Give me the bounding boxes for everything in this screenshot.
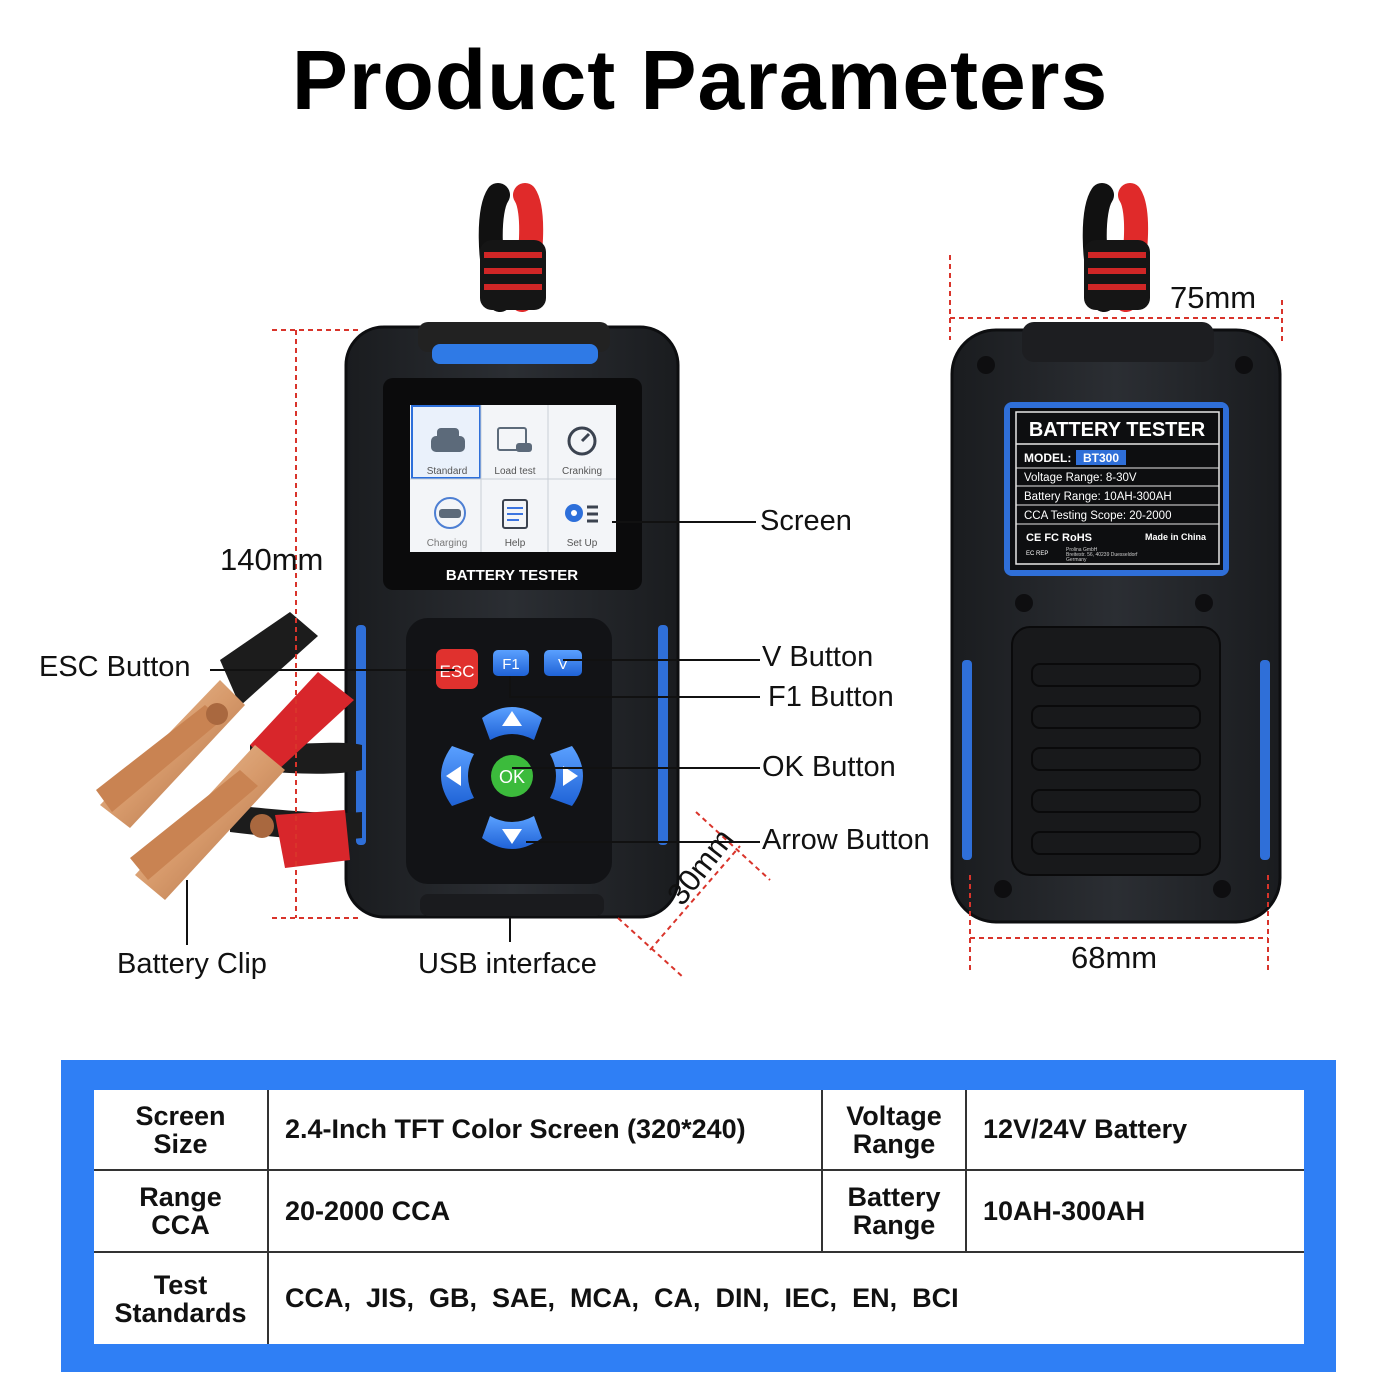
dimension-lines [272, 255, 1283, 979]
spec-value: CCA, JIS, GB, SAE, MCA, CA, DIN, IEC, EN… [267, 1251, 1304, 1344]
red-clip [130, 672, 354, 900]
label-voltage: Voltage Range: 8-30V [1024, 472, 1137, 484]
label-made-in: Made in China [1145, 532, 1207, 542]
label-battery-range: Battery Range: 10AH-300AH [1024, 491, 1172, 503]
callout-screen: Screen [760, 505, 852, 537]
svg-text:OK: OK [499, 767, 525, 787]
front-device: Standard Load test Cranking Charging Hel… [344, 322, 680, 919]
callout-f1-button: F1 Button [768, 681, 894, 713]
menu-standard: Standard [427, 466, 468, 477]
screen-caption: BATTERY TESTER [446, 567, 578, 584]
spec-value: 2.4-Inch TFT Color Screen (320*240) [267, 1090, 823, 1171]
v-key: V [544, 650, 582, 676]
callout-esc-button: ESC Button [39, 651, 191, 683]
menu-setup: Set Up [567, 538, 598, 549]
dim-height: 140mm [220, 542, 324, 577]
dim-bottom-width: 68mm [1071, 940, 1158, 975]
back-device: BATTERY TESTER MODEL: BT300 Voltage Rang… [950, 322, 1282, 924]
label-model-value: BT300 [1083, 451, 1119, 465]
black-clip [96, 612, 318, 828]
spec-value: 12V/24V Battery [965, 1090, 1304, 1171]
label-cca: CCA Testing Scope: 20-2000 [1024, 510, 1171, 522]
back-cable [1082, 183, 1150, 312]
svg-text:V: V [558, 656, 568, 673]
dim-top-width: 75mm [1170, 280, 1257, 315]
svg-text:ESC: ESC [440, 662, 475, 681]
menu-charging: Charging [427, 538, 468, 549]
help-icon [502, 499, 528, 529]
label-address-2: Breitestr. 56, 40239 Duesseldorf [1066, 552, 1138, 558]
f1-key: F1 [493, 650, 529, 676]
arrow-keys [441, 707, 583, 849]
spec-value: 20-2000 CCA [267, 1169, 823, 1253]
battery-clips [96, 612, 362, 900]
callout-lines [186, 521, 760, 945]
callout-usb-interface: USB interface [418, 948, 597, 980]
callout-v-button: V Button [762, 641, 874, 673]
label-address-3: Germany [1066, 557, 1087, 563]
label-model-prefix: MODEL: [1024, 451, 1071, 465]
front-cable [478, 183, 546, 312]
settings-icon [565, 504, 598, 523]
page-title: Product Parameters [291, 33, 1109, 127]
callout-battery-clip: Battery Clip [117, 948, 267, 980]
load-test-icon [497, 427, 532, 452]
label-marks: CE FC RoHS [1026, 532, 1092, 544]
svg-text:F1: F1 [502, 656, 520, 673]
car-icon [431, 428, 465, 452]
spec-value: 10AH-300AH [965, 1169, 1304, 1253]
product-diagram: Standard Load test Cranking Charging Hel… [96, 183, 1283, 979]
callout-ok-button: OK Button [762, 751, 896, 783]
ok-key: OK [491, 755, 533, 797]
gauge-icon [567, 426, 597, 456]
menu-load-test: Load test [494, 466, 535, 477]
menu-cranking: Cranking [562, 466, 602, 477]
label-title: BATTERY TESTER [1029, 419, 1206, 441]
label-address-1: Prolina GmbH [1066, 547, 1098, 553]
menu-help: Help [505, 538, 526, 549]
label-ec-rep: EC REP [1026, 551, 1048, 557]
esc-key: ESC [436, 649, 478, 689]
charging-icon [434, 497, 466, 529]
callout-arrow-button: Arrow Button [762, 824, 930, 856]
